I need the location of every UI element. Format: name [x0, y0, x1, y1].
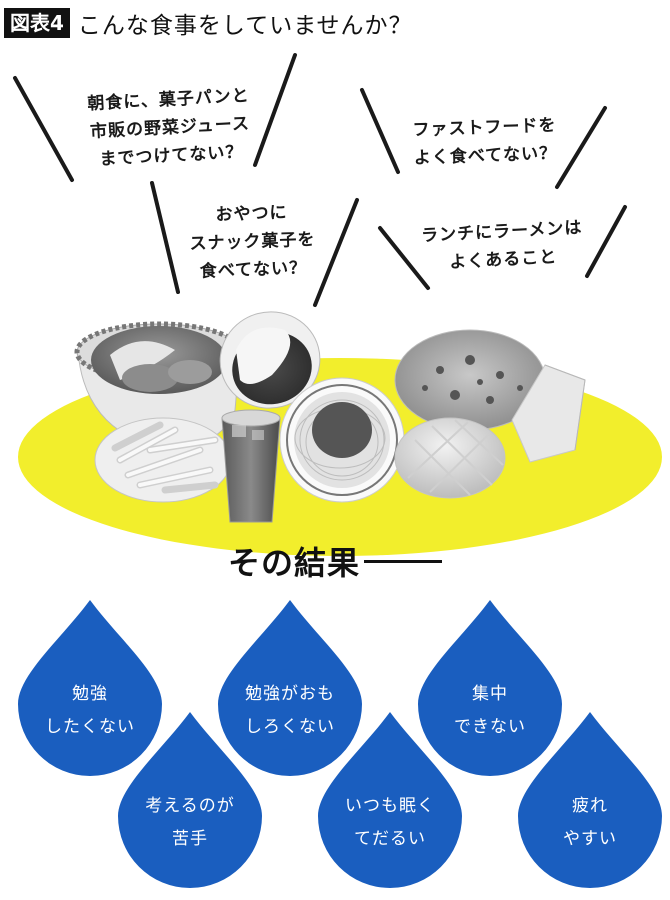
effect-line: 苦手 [172, 829, 208, 849]
figure-header: 図表4 こんな食事をしていませんか？ [4, 7, 413, 39]
effect-line: やすい [563, 829, 617, 849]
bracket-line [360, 88, 400, 174]
sandwich-icon [511, 364, 586, 463]
effect-line: 疲れ [572, 796, 608, 816]
water-drop-icon [118, 712, 262, 888]
bracket-line [313, 198, 359, 307]
result-heading: その結果 [228, 538, 443, 584]
spaghetti-meat-sauce-icon [279, 377, 405, 503]
bracket-line [253, 53, 297, 167]
figure-number-badge: 図表4 [4, 8, 70, 38]
effect-drop-tired-easily: 疲れ やすい [518, 712, 662, 888]
result-heading-text: その結果 [228, 544, 361, 582]
question-snacks: おやつに スナック菓子を 食べてない？ [164, 197, 342, 287]
effect-drop-bad-thinking: 考えるのが 苦手 [118, 712, 262, 888]
curry-rice-icon [219, 311, 321, 409]
question-bracket-lines [13, 53, 627, 307]
question-fast-food: ファストフードを よく食べてない？ [389, 111, 581, 174]
effect-line: いつも眠く [345, 796, 435, 816]
question-ramen-lunch: ランチにラーメンは よくあること [404, 213, 602, 279]
effect-line: てだるい [354, 829, 426, 849]
water-drop-icon [218, 600, 362, 776]
question-breakfast: 朝食に、菓子パンと 市販の野菜ジュース までつけてない？ [58, 80, 282, 175]
effect-line: 勉強がおも [245, 684, 335, 704]
bracket-line [13, 76, 74, 182]
water-drop-icon [18, 600, 162, 776]
bracket-line [150, 181, 180, 294]
effect-line: できない [454, 717, 526, 737]
french-fries-icon [94, 417, 232, 503]
food-collage [74, 311, 586, 523]
cola-glass-icon [221, 409, 281, 523]
effect-drop-always-sleepy: いつも眠く てだるい [318, 712, 462, 888]
effect-line: 考えるのが [145, 796, 235, 816]
effect-line: 勉強 [72, 684, 108, 704]
water-drop-icon [518, 712, 662, 888]
figure-title: こんな食事をしていませんか？ [77, 13, 413, 39]
bracket-line [555, 106, 607, 189]
melon-pan-icon [394, 417, 506, 499]
water-drop-icon [318, 712, 462, 888]
effect-line: したくない [45, 717, 135, 737]
effect-drop-cannot-focus: 集中 できない [418, 600, 562, 776]
water-drop-icon [418, 600, 562, 776]
effect-drop-no-study: 勉強 したくない [18, 600, 162, 776]
effect-drop-study-boring: 勉強がおも しろくない [218, 600, 362, 776]
effect-line: 集中 [472, 684, 508, 704]
bracket-line [585, 205, 627, 278]
bracket-line [378, 226, 430, 290]
effect-line: しろくない [245, 717, 335, 737]
em-dash-line [364, 559, 443, 563]
